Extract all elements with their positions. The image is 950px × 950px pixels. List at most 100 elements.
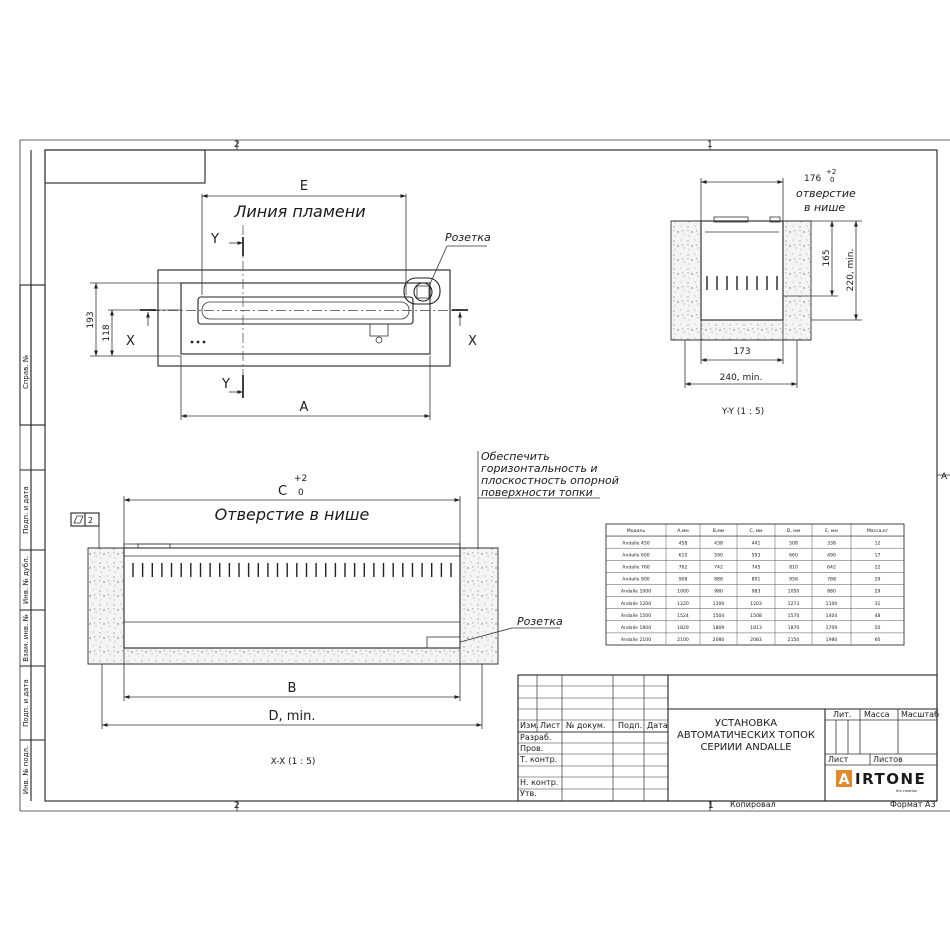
tb-col-data: Дата: [647, 721, 668, 730]
size-table-cell: 983: [752, 589, 761, 595]
socket-housing: [403, 277, 441, 305]
dim-240-label: 240, min.: [720, 373, 763, 383]
title-block: Изм. Лист № докум. Подп. Дата Разраб. Пр…: [517, 674, 939, 802]
dim-A-label: A: [300, 400, 309, 415]
tb-col-list: Лист: [540, 721, 561, 730]
footer-format: Формат A3: [890, 800, 936, 809]
size-table-cell: Andalle 450: [622, 540, 649, 546]
section-Y-bottom: Y: [221, 377, 230, 392]
opening-label-yy-1: отверстие: [796, 187, 856, 200]
size-table-cell: 48: [875, 613, 881, 619]
section-xx-caption: X-X (1 : 5): [271, 757, 316, 767]
socket-label-xx: Розетка: [517, 615, 563, 628]
tb-col-doc: № докум.: [566, 721, 605, 730]
dim-B-label: B: [288, 681, 297, 696]
size-table-cell: 891: [752, 577, 761, 583]
footer-copied: Копировал: [730, 800, 776, 809]
dim-193-label: 193: [86, 311, 96, 328]
size-table-cell: 2080: [713, 637, 725, 643]
logo-letter: A: [839, 772, 850, 788]
section-yy-caption: Y-Y (1 : 5): [721, 407, 764, 417]
tb-row-utv: Утв.: [520, 789, 537, 798]
dim-176-tol-zero: 0: [830, 176, 834, 184]
zone-label-top-left: 2: [234, 140, 240, 150]
socket-icon: [413, 282, 433, 302]
flatness-icon: [73, 515, 84, 524]
size-table-cell: 958: [789, 577, 798, 583]
flame-line-label: Линия пламени: [233, 202, 365, 221]
size-table-cell: 338: [827, 540, 836, 546]
dim-173-label: 173: [733, 347, 750, 357]
opening-label-yy-2: в нише: [804, 201, 845, 214]
note-line-1: Обеспечить: [481, 450, 550, 463]
size-table-header: B,мм: [713, 528, 725, 534]
tb-title-3: СЕРИИИ ANDALLE: [700, 742, 791, 753]
size-table-header: C, мм: [749, 528, 763, 534]
size-table-cell: 1813: [750, 625, 762, 631]
dim-165-label: 165: [822, 249, 832, 266]
strip-label-podp-2: Подп. и дата: [22, 679, 30, 727]
size-table-cell: 2150: [788, 637, 800, 643]
size-table-cell: 50: [875, 625, 881, 631]
zone-label-bottom-right: 1: [708, 801, 714, 811]
size-table-cell: 1709: [826, 625, 838, 631]
size-table-cell: 438: [714, 540, 723, 546]
size-table-header: E, мм: [825, 528, 838, 534]
dim-C-tol-zero: 0: [298, 488, 304, 498]
size-table-cell: 508: [789, 540, 798, 546]
size-table-cell: 642: [827, 565, 836, 571]
section-X-right: X: [468, 334, 477, 349]
size-table-cell: 610: [679, 552, 688, 558]
tb-lit: Лит.: [833, 710, 851, 719]
size-table-cell: 788: [827, 577, 836, 583]
dim-176-tol-plus: +2: [826, 168, 836, 176]
burner-body-xx: [123, 547, 461, 649]
vent-slots-xx: [132, 563, 452, 577]
tb-row-razrab: Разраб.: [520, 733, 551, 742]
zone-label-right: A: [941, 472, 948, 482]
socket-label-front: Розетка: [445, 231, 491, 244]
tb-list: Лист: [828, 755, 849, 764]
size-table-cell: 1050: [788, 589, 800, 595]
size-table-cell: 490: [827, 552, 836, 558]
opening-label-xx: Отверстие в нише: [215, 505, 370, 524]
size-table-header: Масса,кг: [867, 528, 889, 534]
size-table-cell: 1220: [677, 601, 689, 607]
size-table-cell: 458: [679, 540, 688, 546]
airtone-logo-mark: [836, 770, 852, 787]
size-table-cell: 590: [714, 552, 723, 558]
section-yy: 176 +2 0 отверстие в нише 165 220, min. …: [670, 168, 862, 417]
size-table-cell: Andalle 2100: [621, 637, 651, 643]
size-table-cell: 60: [875, 637, 881, 643]
size-table-cell: Andalle 760: [622, 565, 649, 571]
size-table-cell: 1570: [788, 613, 800, 619]
size-table-cell: 2100: [677, 637, 689, 643]
strip-label-inv-podl: Инв. № подл.: [22, 746, 30, 794]
niche-wall-yy: [670, 220, 812, 341]
section-X-left: X: [126, 334, 135, 349]
size-table-header: A,мм: [677, 528, 689, 534]
size-table-cell: 593: [752, 552, 761, 558]
size-table-cell: 29: [875, 577, 881, 583]
sheet-frame: 2 1 2 1 A Справ. № Подп. и дата Инв. № д…: [19, 139, 950, 812]
size-table-cell: 908: [679, 577, 688, 583]
size-table-cell: 1508: [750, 613, 762, 619]
size-table-cell: 810: [789, 565, 798, 571]
size-table-cell: 1504: [713, 613, 725, 619]
size-table-cell: 1870: [788, 625, 800, 631]
burner-slot: [197, 296, 414, 325]
size-table-cell: Andalle 1800: [621, 625, 651, 631]
tb-row-tkontr: Т. контр.: [519, 755, 557, 764]
front-view: Розетка E Линия пламени A 193 118 Y Y X …: [86, 179, 491, 420]
size-table-cell: 888: [714, 577, 723, 583]
section-Y-top: Y: [210, 232, 219, 247]
size-table-cell: 660: [789, 552, 798, 558]
tb-row-prov: Пров.: [520, 744, 543, 753]
size-table-cell: 1200: [713, 601, 725, 607]
logo-text: IRTONE: [855, 770, 926, 788]
dim-E-label: E: [300, 179, 308, 194]
size-table-cell: 1203: [750, 601, 762, 607]
size-table-cell: 880: [827, 589, 836, 595]
